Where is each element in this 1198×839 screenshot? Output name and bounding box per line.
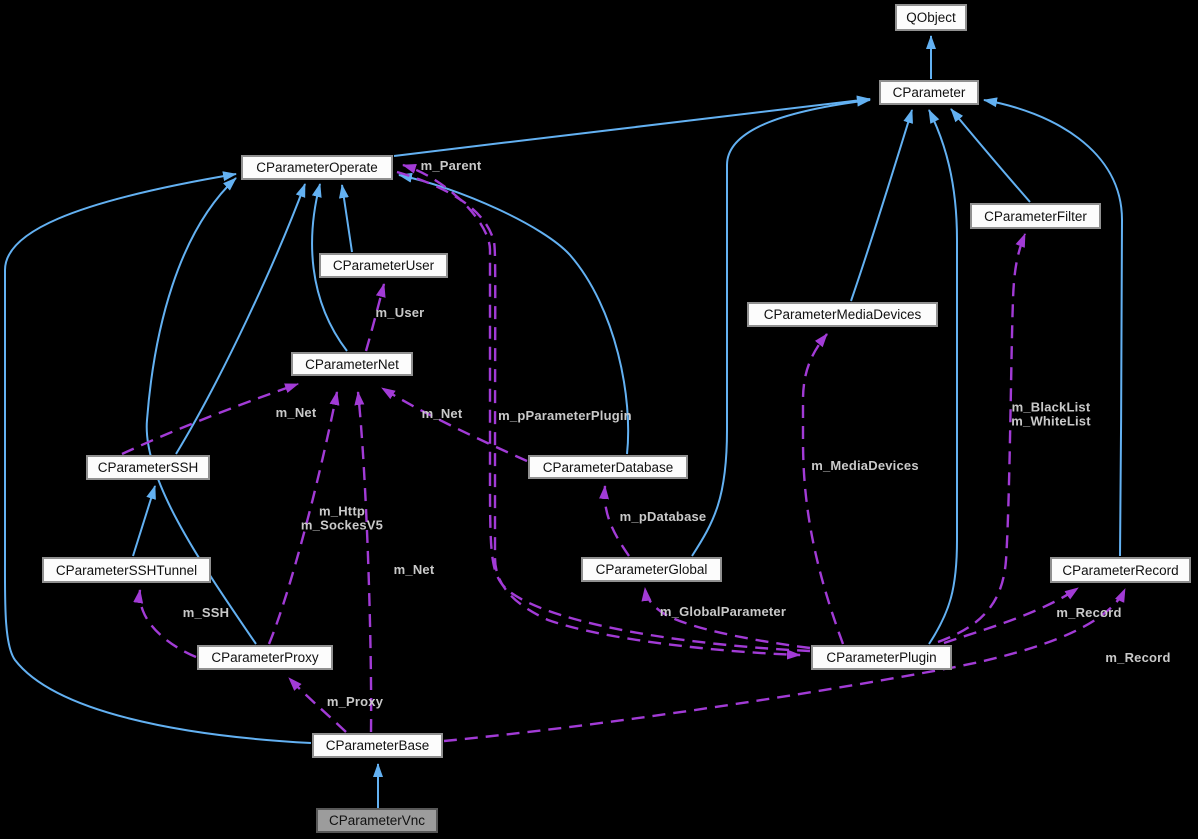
edge-inherit-cparameterglobal-cparameter xyxy=(691,96,871,557)
edge-usage-m-mediadevices xyxy=(801,333,845,645)
class-node-cparameterfilter[interactable]: CParameterFilter xyxy=(970,203,1101,229)
edge-label-m-net-bottom: m_Net xyxy=(393,562,435,578)
class-node-cparameterproxy[interactable]: CParameterProxy xyxy=(197,645,333,670)
edge-label-m-ssh: m_SSH xyxy=(182,605,230,621)
class-node-cparameteroperate[interactable]: CParameterOperate xyxy=(241,155,393,180)
edge-usage-m-net-from-ssh xyxy=(121,382,299,456)
edge-usage-m-net-from-base xyxy=(354,391,373,733)
edge-usage-m-http-sockesv5 xyxy=(267,391,340,645)
edge-label-m-pdatabase: m_pDatabase xyxy=(619,509,707,525)
edge-inherit-cparameterdatabase-cparameteroperate xyxy=(398,172,630,455)
edge-label-m-mediadevices: m_MediaDevices xyxy=(811,458,919,474)
class-node-cparameterbase[interactable]: CParameterBase xyxy=(312,733,443,758)
class-node-cparametermediadevices[interactable]: CParameterMediaDevices xyxy=(747,302,938,327)
class-node-qobject[interactable]: QObject xyxy=(895,4,967,31)
edge-usage-m-record-from-plugin xyxy=(943,587,1079,645)
edge-label-m-blacklist-whitelist: m_BlackList m_WhiteList xyxy=(1011,399,1091,428)
edge-label-m-user: m_User xyxy=(375,305,425,321)
class-node-cparameter[interactable]: CParameter xyxy=(879,80,979,105)
edge-label-m-record-upper: m_Record xyxy=(1056,605,1122,621)
class-node-cparameteruser[interactable]: CParameterUser xyxy=(319,253,448,278)
edge-usage-m-user xyxy=(364,283,386,352)
edge-usage-m-pdatabase xyxy=(599,485,630,557)
edge-inherit-cparameterplugin-cparameter xyxy=(928,109,958,645)
edge-usage-m-net-from-database xyxy=(381,386,528,463)
edge-label-m-net-left: m_Net xyxy=(275,405,317,421)
edge-label-m-proxy: m_Proxy xyxy=(326,694,384,710)
edge-inherit-cparameterfilter-cparameter xyxy=(950,108,1031,203)
class-node-cparametervnc-current: CParameterVnc xyxy=(316,808,438,833)
class-node-cparameterplugin[interactable]: CParameterPlugin xyxy=(811,645,952,670)
class-node-cparametersshtunnel[interactable]: CParameterSSHTunnel xyxy=(42,557,211,583)
edge-inherit-cparameterrecord-cparameter xyxy=(983,97,1124,557)
edge-label-m-record-lower: m_Record xyxy=(1105,650,1171,666)
edge-label-m-pparameterplugin: m_pParameterPlugin xyxy=(498,408,632,424)
edge-usage-m-parent xyxy=(402,163,811,653)
edge-inherit-cparametermediadevices-cparameter xyxy=(850,109,913,302)
class-node-cparameternet[interactable]: CParameterNet xyxy=(291,352,413,376)
edge-usage-m-globalparameter xyxy=(641,587,811,650)
edge-inherit-cparameteruser-cparameteroperate xyxy=(338,184,353,253)
edge-usage-m-blacklist-whitelist xyxy=(937,233,1027,644)
edge-inherit-cparametersshtunnel-cparameterssh xyxy=(132,485,156,557)
edge-inherit-cparameteroperate-cparameter xyxy=(393,95,871,157)
edge-label-m-net-right: m_Net xyxy=(421,406,463,422)
class-node-cparameterdatabase[interactable]: CParameterDatabase xyxy=(528,455,688,479)
edge-label-m-globalparameter: m_GlobalParameter xyxy=(659,604,787,620)
class-node-cparameterrecord[interactable]: CParameterRecord xyxy=(1050,557,1191,583)
edge-label-m-parent: m_Parent xyxy=(420,158,482,174)
class-node-cparameterglobal[interactable]: CParameterGlobal xyxy=(581,557,722,582)
edge-inherit-cparameternet-cparameteroperate xyxy=(311,183,348,352)
edge-usage-m-record-from-base xyxy=(443,588,1127,743)
edge-usage-m-ssh xyxy=(133,589,197,659)
edge-label-m-http-sockesv5: m_Http m_SockesV5 xyxy=(300,503,384,532)
edge-usage-m-proxy xyxy=(288,677,347,733)
edge-inherit-cparameterssh-cparameteroperate xyxy=(175,183,306,455)
edge-inherit-cparameterbase-cparameteroperate xyxy=(3,171,312,744)
edge-usage-m-pparameterplugin xyxy=(396,170,801,660)
class-node-cparameterssh[interactable]: CParameterSSH xyxy=(86,455,210,480)
